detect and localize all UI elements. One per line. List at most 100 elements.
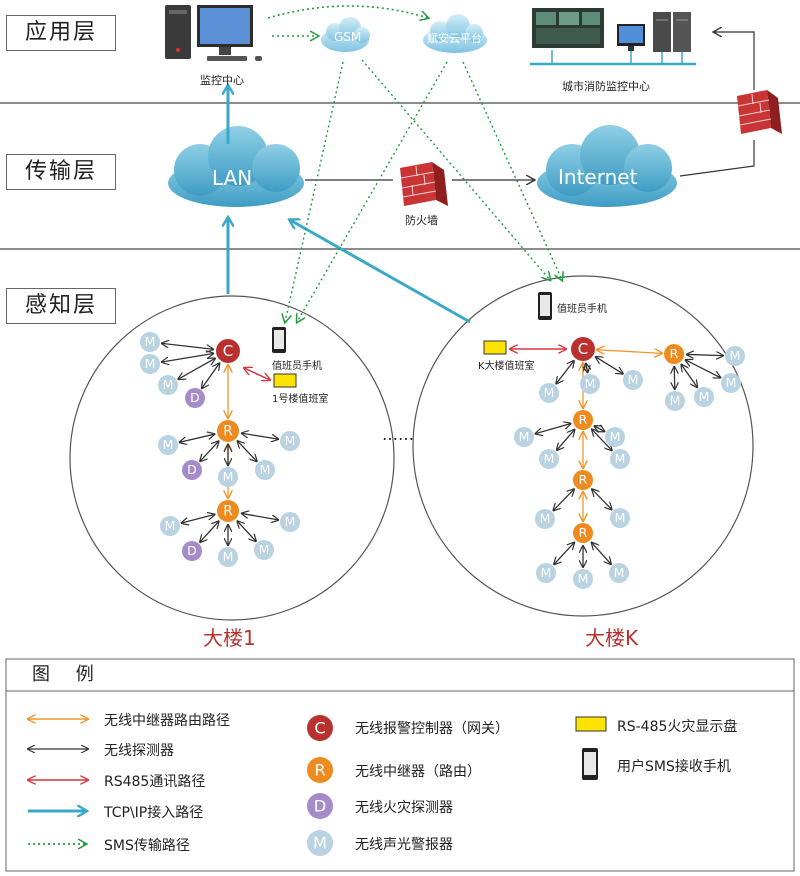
hub-b1-2-R: R: [217, 500, 239, 522]
svg-text:M: M: [726, 375, 737, 390]
svg-text:R: R: [579, 412, 588, 427]
monitor-center-label: 监控中心: [200, 74, 244, 87]
hub-b1-1-R: R: [217, 420, 239, 442]
marker-b1-12-M: M: [254, 540, 274, 560]
marker-k-11-M: M: [535, 509, 555, 529]
gsm-label: GSM: [334, 30, 362, 44]
legend-symbol-R: R: [307, 757, 333, 783]
svg-text:D: D: [187, 543, 197, 558]
phone-label-building-1: 值班员手机: [272, 361, 322, 372]
phone-icon-building-k: [538, 292, 552, 320]
marker-b1-0-M: M: [140, 332, 160, 352]
svg-text:M: M: [223, 469, 234, 484]
legend-phone-icon: [582, 748, 598, 780]
svg-text:R: R: [579, 525, 588, 540]
marker-b1-10-D: D: [182, 541, 202, 561]
marker-b1-4-M: M: [158, 435, 178, 455]
svg-text:R: R: [223, 504, 233, 520]
legend-symbols: C RDM: [307, 715, 333, 856]
phone-icon-building-1: [272, 327, 286, 353]
marker-k-8-M: M: [539, 449, 559, 469]
building-k-name: 大楼K: [585, 626, 639, 650]
display-label-building-1: 1号楼值班室: [272, 394, 329, 405]
hub-k-3-R: R: [573, 470, 593, 490]
marker-b1-7-M: M: [255, 460, 275, 480]
legend-label-relay-route: 无线中继器路由路径: [104, 713, 230, 729]
display-panel-building-1: [273, 373, 297, 388]
gsm-cloud: [321, 17, 370, 52]
detector-links: [162, 343, 723, 567]
legend-symbol-D: D: [307, 793, 333, 819]
hub-k-1-R: R: [664, 344, 684, 364]
svg-text:M: M: [145, 356, 156, 371]
svg-text:M: M: [610, 429, 621, 444]
svg-text:M: M: [285, 514, 296, 529]
marker-k-2-M: M: [623, 370, 643, 390]
svg-text:M: M: [578, 571, 589, 586]
marker-b1-11-M: M: [218, 547, 238, 567]
legend-label-relay: 无线中继器（路由）: [355, 764, 481, 780]
svg-text:C: C: [223, 342, 233, 360]
marker-k-9-M: M: [605, 427, 625, 447]
cloud-platform-label: 赋安云平台: [427, 32, 482, 45]
svg-text:D: D: [314, 796, 327, 815]
svg-text:M: M: [163, 377, 174, 392]
svg-text:M: M: [285, 433, 296, 448]
building-1-name: 大楼1: [203, 626, 256, 650]
svg-text:M: M: [541, 565, 552, 580]
lan-label: LAN: [212, 166, 253, 190]
marker-k-4-M: M: [721, 373, 741, 393]
firewall-icon-2: [737, 90, 782, 134]
marker-k-6-M: M: [665, 391, 685, 411]
marker-b1-8-M: M: [280, 431, 300, 451]
city-center-label: 城市消防监控中心: [562, 80, 650, 93]
svg-text:M: M: [615, 510, 626, 525]
legend-symbol-M: M: [307, 830, 333, 856]
legend-label-alarm: 无线声光警报器: [355, 837, 453, 853]
legend-label-tcpip: TCP\IP接入路径: [104, 805, 204, 821]
display-label-building-k: K大楼值班室: [478, 361, 535, 372]
marker-b1-5-D: D: [182, 460, 202, 480]
internet-cloud: [537, 125, 677, 207]
legend-frame: [5, 658, 795, 872]
svg-text:M: M: [259, 542, 270, 557]
svg-text:M: M: [670, 393, 681, 408]
svg-text:M: M: [519, 429, 530, 444]
more-buildings-ellipsis: ……: [382, 425, 414, 444]
svg-text:M: M: [585, 376, 596, 391]
monitor-center-computer-icon: [165, 5, 262, 61]
legend-label-rs485: RS485通讯路径: [104, 774, 206, 790]
svg-text:M: M: [699, 389, 710, 404]
svg-text:C: C: [578, 340, 588, 358]
marker-b1-3-D: D: [185, 388, 205, 408]
marker-b1-1-M: M: [140, 354, 160, 374]
building-k-area: [412, 275, 754, 617]
svg-text:M: M: [544, 385, 555, 400]
marker-k-3-M: M: [725, 346, 745, 366]
marker-k-1-M: M: [580, 374, 600, 394]
marker-b1-2-M: M: [158, 375, 178, 395]
hub-k-0-C: C: [571, 337, 595, 361]
legend-label-controller: 无线报警控制器（网关）: [355, 721, 509, 737]
layer-label-application: 应用层: [6, 15, 116, 51]
svg-text:M: M: [544, 451, 555, 466]
svg-text:M: M: [223, 549, 234, 564]
svg-text:R: R: [314, 760, 325, 779]
hub-b1-0-C: C: [216, 339, 240, 363]
display-panel-building-k: [483, 340, 507, 355]
svg-text:R: R: [579, 472, 588, 487]
building-1-area: [69, 295, 395, 621]
internet-label: Internet: [558, 165, 638, 189]
marker-b1-9-M: M: [160, 516, 180, 536]
svg-text:M: M: [730, 348, 741, 363]
legend-label-detector: 无线探测器: [104, 743, 174, 759]
svg-text:C: C: [314, 718, 325, 737]
firewall-icon: [400, 162, 448, 206]
marker-k-13-M: M: [536, 563, 556, 583]
svg-text:D: D: [187, 462, 197, 477]
marker-k-7-M: M: [514, 427, 534, 447]
firewall-label: 防火墙: [405, 214, 438, 227]
